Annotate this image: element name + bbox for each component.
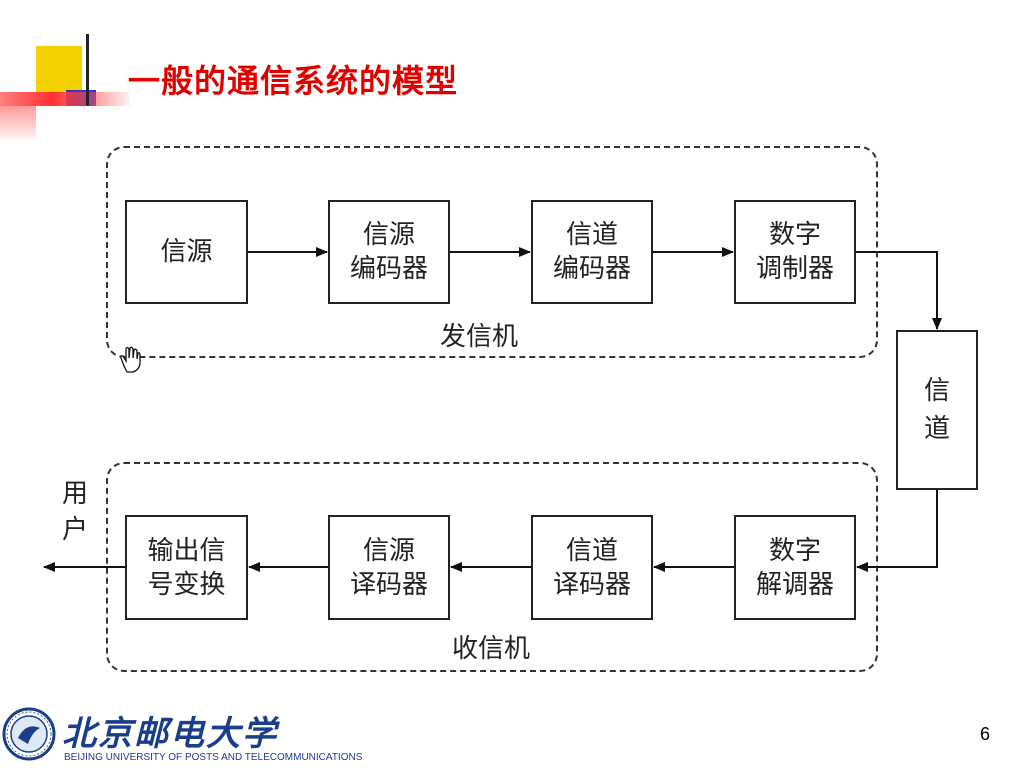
university-name-cn: 北京邮电大学 bbox=[62, 714, 278, 754]
block-channel-encoder: 信道编码器 bbox=[531, 200, 653, 304]
block-line: 调制器 bbox=[755, 254, 834, 284]
university-name-en: BEIJING UNIVERSITY OF POSTS AND TELECOMM… bbox=[64, 752, 363, 763]
block-digital-modulator: 数字调制器 bbox=[734, 200, 856, 304]
page-title: 一般的通信系统的模型 bbox=[128, 62, 459, 100]
arrow-modulator-to-channel bbox=[856, 251, 942, 330]
block-line: 号变换 bbox=[147, 569, 226, 600]
block-line: 译码器 bbox=[552, 569, 631, 600]
university-seal-icon bbox=[2, 707, 56, 761]
block-channel-decoder: 信道译码器 bbox=[531, 515, 653, 620]
decor-vertical-line bbox=[86, 34, 89, 106]
block-line: 输出信 bbox=[147, 535, 226, 566]
decor-red-gradient-bar bbox=[0, 92, 130, 106]
transmitter-label: 发信机 bbox=[440, 322, 519, 352]
block-line: 信源 bbox=[362, 220, 415, 250]
user-label: 用户 bbox=[62, 479, 89, 545]
decor-red-gradient-block bbox=[0, 106, 36, 140]
block-digital-demodulator: 数字解调器 bbox=[734, 515, 856, 620]
block-line: 信道 bbox=[565, 220, 618, 250]
hand-cursor-icon bbox=[120, 346, 141, 373]
block-output-converter: 输出信号变换 bbox=[125, 515, 248, 620]
block-source: 信源 bbox=[125, 200, 248, 304]
receiver-label: 收信机 bbox=[452, 634, 531, 664]
page-number: 6 bbox=[980, 724, 991, 744]
block-line: 数字 bbox=[768, 220, 821, 250]
block-line: 信源 bbox=[362, 535, 415, 566]
block-line: 信道 bbox=[565, 535, 618, 566]
decor-yellow-square bbox=[36, 46, 82, 92]
block-line: 信源 bbox=[160, 237, 213, 267]
block-channel: 信道 bbox=[896, 330, 978, 490]
block-line: 译码器 bbox=[349, 569, 428, 600]
channel-label: 信道 bbox=[924, 376, 951, 444]
block-source-encoder: 信源编码器 bbox=[328, 200, 450, 304]
block-line: 解调器 bbox=[755, 569, 834, 600]
arrow-channel-to-demodulator bbox=[856, 490, 938, 572]
block-line: 编码器 bbox=[552, 254, 631, 284]
block-line: 编码器 bbox=[349, 254, 428, 284]
block-source-decoder: 信源译码器 bbox=[328, 515, 450, 620]
block-line: 数字 bbox=[768, 535, 821, 566]
